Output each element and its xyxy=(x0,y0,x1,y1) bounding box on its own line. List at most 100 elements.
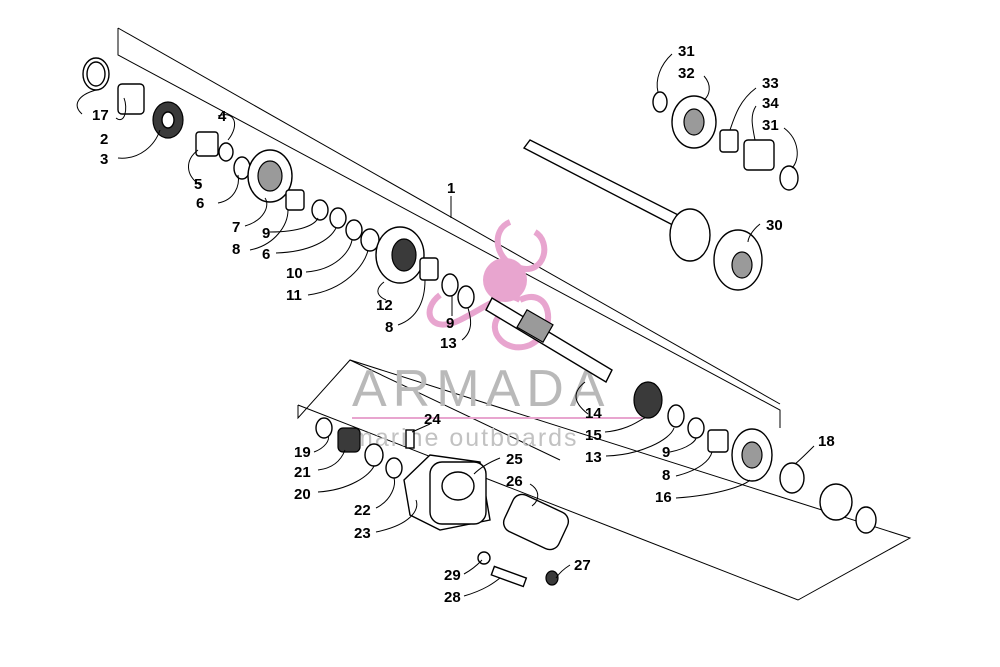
countershaft xyxy=(522,91,799,291)
part-8-bearing xyxy=(285,189,305,211)
callout-13b: 13 xyxy=(585,449,602,466)
callout-30: 30 xyxy=(766,217,783,234)
lead-26 xyxy=(529,483,539,507)
lead-8c xyxy=(675,451,713,477)
logo-hub xyxy=(483,258,527,302)
part-9b-washer xyxy=(441,273,459,297)
callout-1: 1 xyxy=(447,180,455,197)
lead-18 xyxy=(794,445,815,465)
callout-27: 27 xyxy=(574,557,591,574)
watermark-logo xyxy=(426,219,551,351)
callout-5: 5 xyxy=(194,176,202,193)
part-31-ring xyxy=(652,91,668,113)
lead-33 xyxy=(729,87,757,131)
part-34-sleeve xyxy=(743,139,775,171)
callout-3: 3 xyxy=(100,151,108,168)
callout-17: 17 xyxy=(92,107,109,124)
lead-11 xyxy=(307,249,369,296)
callout-6: 6 xyxy=(196,195,204,212)
callout-10: 10 xyxy=(286,265,303,282)
callout-29: 29 xyxy=(444,567,461,584)
callout-8: 8 xyxy=(232,241,240,258)
lead-31 xyxy=(656,53,673,93)
main-shaft-frame-top xyxy=(117,27,781,405)
part-13-washer xyxy=(457,285,475,309)
callout-33: 33 xyxy=(762,75,779,92)
part-8b-bearing xyxy=(419,257,439,281)
lower-frame xyxy=(297,359,912,601)
selector-housing xyxy=(315,417,570,588)
lead-32 xyxy=(703,75,710,101)
callout-14: 14 xyxy=(585,405,602,422)
logo-loop-bottom xyxy=(491,294,551,351)
callout-32: 32 xyxy=(678,65,695,82)
part-12-gear-face xyxy=(391,238,417,272)
lead-14 xyxy=(575,381,589,415)
part-5-washer xyxy=(218,142,234,162)
part-30-gear-face xyxy=(731,251,753,279)
bearing-outer xyxy=(819,483,853,521)
callout-11: 11 xyxy=(286,287,302,304)
part-13b-washer xyxy=(667,404,685,428)
lead-9 xyxy=(269,217,319,233)
lead-31b xyxy=(783,127,798,169)
part-18-washer xyxy=(779,462,805,494)
part-30-gear-small xyxy=(669,208,711,262)
callout-31: 31 xyxy=(678,43,695,60)
lead-22 xyxy=(375,477,395,509)
lead-34 xyxy=(751,105,757,141)
lead-25 xyxy=(473,457,501,475)
part-16-gear-face xyxy=(741,441,763,469)
lead-27 xyxy=(555,564,571,579)
part-14-spline xyxy=(516,309,554,343)
part-26-shift-lever xyxy=(502,493,570,551)
lead-10 xyxy=(305,239,353,273)
lead-17 xyxy=(76,89,97,115)
callout-12: 12 xyxy=(376,297,393,314)
part-3-hub-bore xyxy=(161,111,175,129)
lead-6b xyxy=(275,227,337,254)
lead-12 xyxy=(377,281,387,301)
part-8c-bearing xyxy=(707,429,729,453)
lead-13 xyxy=(461,307,472,341)
part-24-pin xyxy=(405,429,415,449)
lead-30 xyxy=(747,223,761,243)
part-25-housing-bore xyxy=(441,471,475,501)
callout-20: 20 xyxy=(294,486,311,503)
lead-23 xyxy=(375,499,418,533)
part-28-bolt xyxy=(490,565,528,588)
callout-31b: 31 xyxy=(762,117,779,134)
lead-28 xyxy=(463,577,501,597)
part-15-hub xyxy=(633,381,663,419)
lead-3 xyxy=(117,129,161,159)
callout-numbers: 1 2 3 4 5 6 7 8 9 6 10 11 12 8 9 13 14 1… xyxy=(92,43,835,606)
part-7-gear-face xyxy=(257,160,283,192)
callout-25: 25 xyxy=(506,451,523,468)
part-19-clip xyxy=(315,417,333,439)
part-33-bushing xyxy=(719,129,739,153)
callout-23: 23 xyxy=(354,525,371,542)
callout-8c: 8 xyxy=(662,467,670,484)
upper-gear-train xyxy=(82,57,475,309)
lead-16 xyxy=(675,479,751,499)
callout-9b: 9 xyxy=(446,315,454,332)
callout-8b: 8 xyxy=(385,319,393,336)
callout-24: 24 xyxy=(424,411,441,428)
callout-21: 21 xyxy=(294,464,311,481)
callout-9c: 9 xyxy=(662,444,670,461)
lead-15 xyxy=(604,417,646,433)
watermark-tagline: marine outboards xyxy=(352,424,579,452)
main-shaft-frame xyxy=(117,28,781,428)
callout-15: 15 xyxy=(585,427,602,444)
callout-13: 13 xyxy=(440,335,457,352)
callout-2: 2 xyxy=(100,131,108,148)
bearing-seal xyxy=(855,506,877,534)
lead-6 xyxy=(217,174,239,204)
lead-9c xyxy=(669,437,697,453)
part-9-washer xyxy=(311,199,329,221)
lead-19 xyxy=(313,435,329,453)
callout-28: 28 xyxy=(444,589,461,606)
lead-20 xyxy=(317,465,375,493)
callout-34: 34 xyxy=(762,95,779,112)
